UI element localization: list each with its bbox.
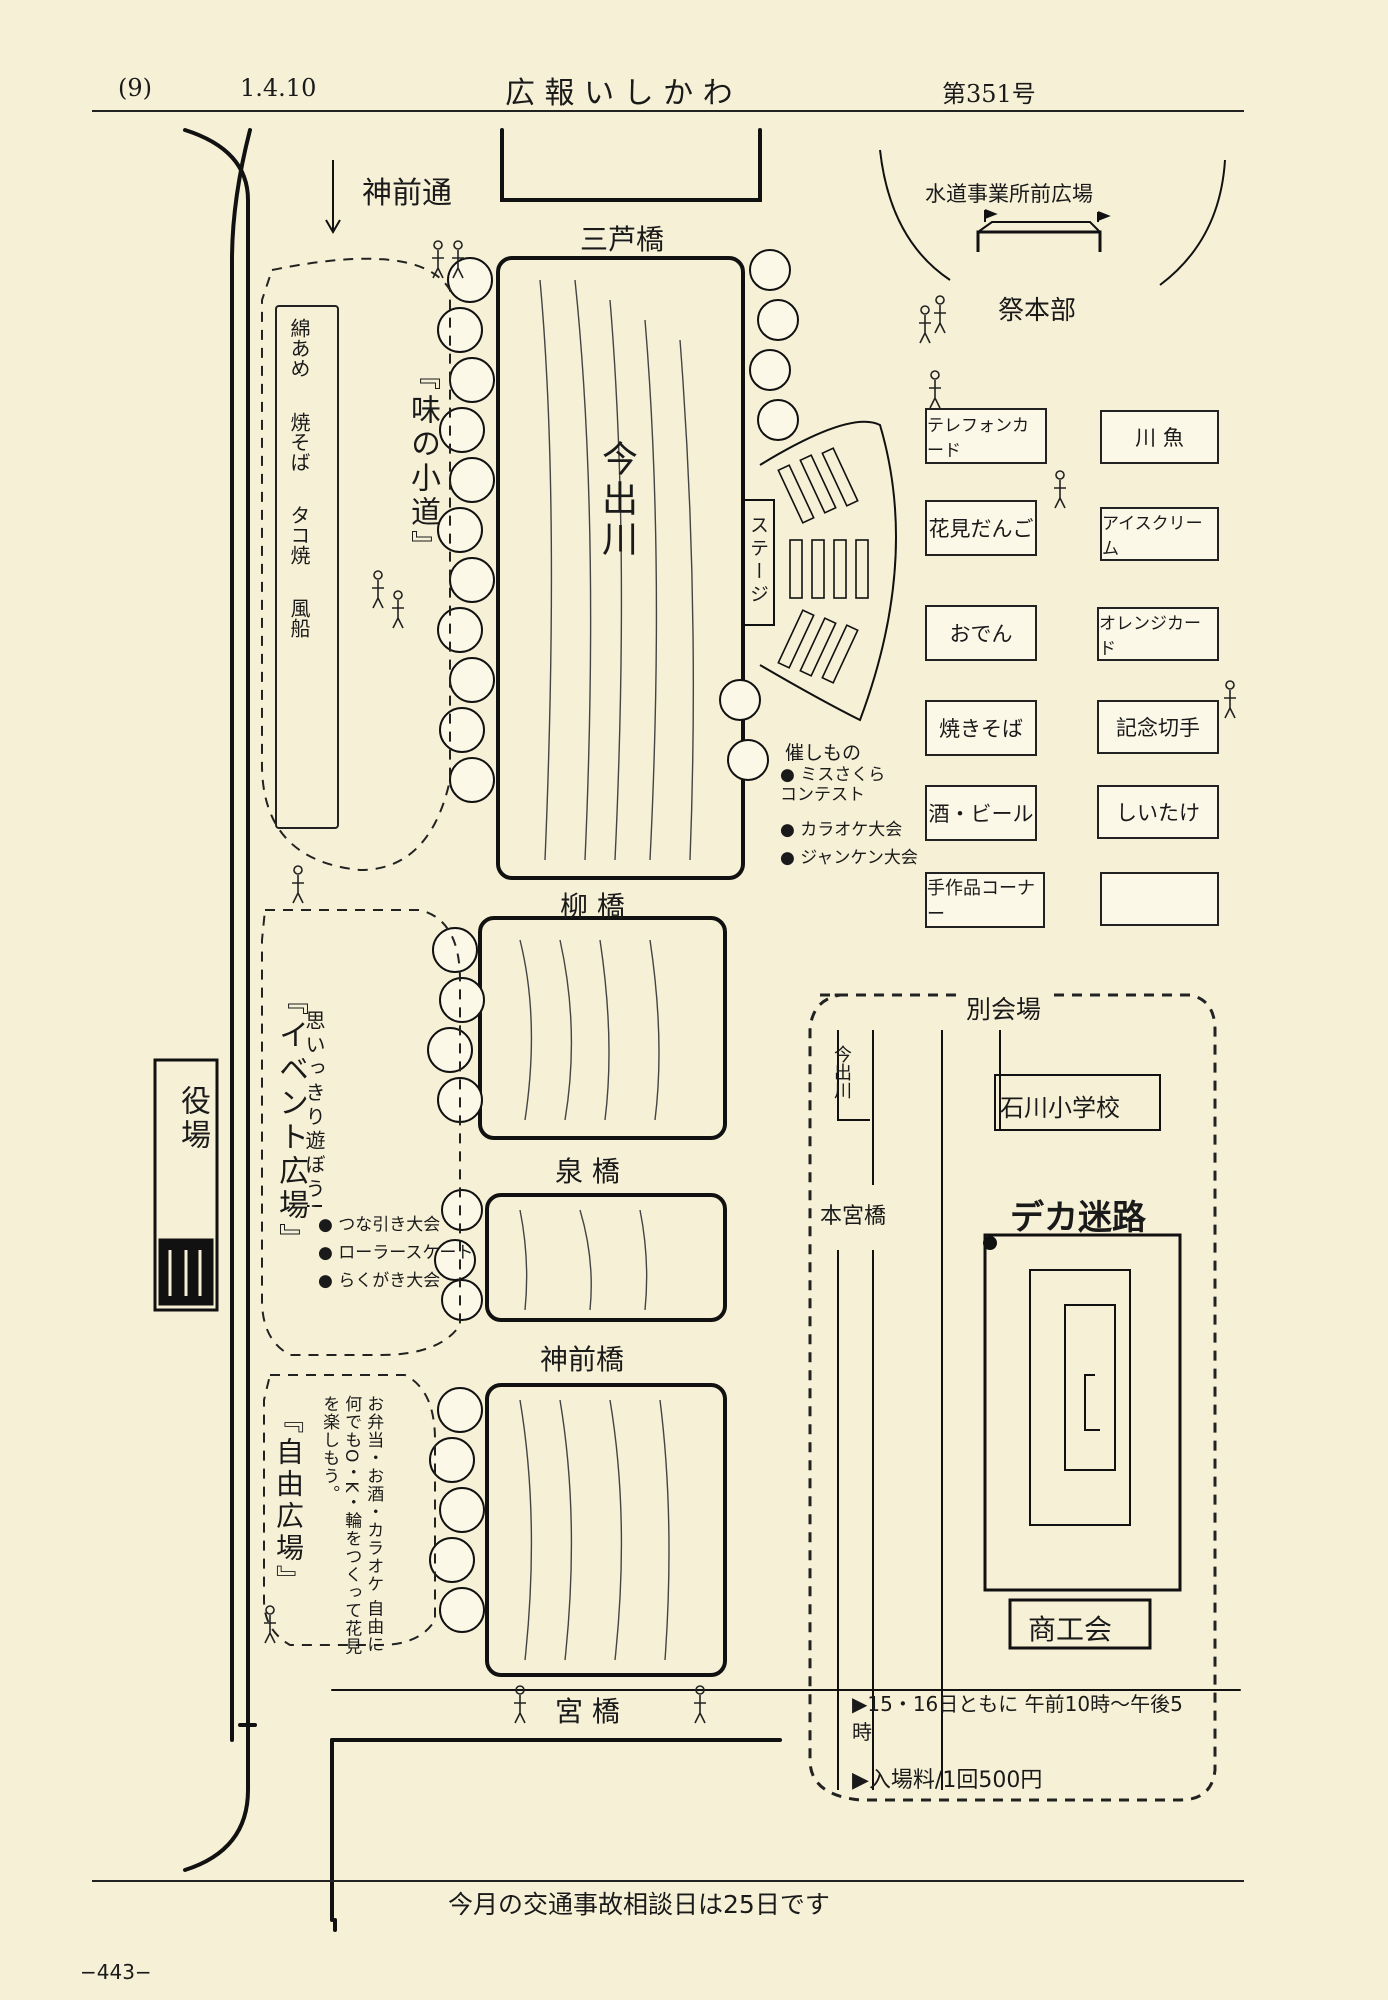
bridge-kanmae: 神前橋 <box>540 1343 625 1376</box>
booth-ice-cream: アイスクリーム <box>1100 507 1219 561</box>
kanmae-dori-label: 神前通 <box>362 176 452 211</box>
event-square-title: 『イベント広場』 <box>273 985 308 1257</box>
annex-schedule: ▶15・16日ともに 午前10時〜午後5時 <box>852 1692 1183 1744</box>
organizer-box <box>1008 1598 1152 1650</box>
booth-river-fish: 川 魚 <box>1100 410 1219 464</box>
hq-arc-right <box>1159 159 1226 286</box>
issue-number: 第351号 <box>942 80 1036 108</box>
bridge-mitsuashi: 三芦橋 <box>580 223 665 256</box>
booth-oden: おでん <box>925 605 1037 661</box>
river-block-4 <box>485 1383 727 1677</box>
free-square-title: 『自由広場』 <box>272 1405 305 1597</box>
booth-stamps: 記念切手 <box>1097 700 1219 754</box>
entertainment-title: 催しもの <box>785 742 862 764</box>
annex-fee: ▶入場料/1回500円 <box>852 1768 1043 1793</box>
river-block-1 <box>496 256 745 880</box>
bridge-yanagi: 柳 橋 <box>560 890 625 923</box>
entertainment-item-janken: ● ジャンケン大会 <box>780 848 918 868</box>
event-item-tug-of-war: ● つな引き大会 <box>318 1215 441 1235</box>
booth-shiitake: しいたけ <box>1097 785 1219 839</box>
hq-label: 祭本部 <box>998 296 1077 326</box>
stage-label: ステージ <box>747 515 769 607</box>
stall-yakisoba: 焼そば <box>287 412 311 472</box>
annex-bridge-label: 本宮橋 <box>820 1204 887 1229</box>
stall-cotton-candy: 綿あめ <box>287 318 311 378</box>
organizer-label: 商工会 <box>1028 1613 1113 1646</box>
stall-row <box>275 305 339 829</box>
booth-handicraft: 手作品コーナー <box>925 872 1045 928</box>
footer-rule <box>92 1880 1244 1882</box>
footer-notice: 今月の交通事故相談日は25日です <box>448 1890 830 1919</box>
down-arrow-icon <box>325 160 341 234</box>
publication-title: 広 報 い し か わ <box>505 76 733 111</box>
river-label: 今出川 <box>596 440 637 560</box>
bridge-izumi: 泉 橋 <box>555 1155 620 1188</box>
hq-arc-left <box>879 149 951 281</box>
maze-outer <box>983 1233 1182 1592</box>
booth-yakisoba: 焼きそば <box>925 700 1037 756</box>
issue-date: 1.4.10 <box>240 74 317 102</box>
free-square-note: お弁当・お酒・カラオケ 自由に何でもO・K・輪をつくって花見を楽しもう。 <box>319 1395 384 1656</box>
stall-balloon: 風船 <box>287 598 311 638</box>
booth-telephone-card: テレフォンカード <box>925 408 1047 464</box>
hq-plaza-label: 水道事業所前広場 <box>925 182 1093 206</box>
header-rule <box>92 110 1244 112</box>
event-item-graffiti: ● らくがき大会 <box>318 1271 441 1291</box>
food-lane-title: 『味の小道』 <box>405 360 440 564</box>
bridge-miya: 宮 橋 <box>555 1695 620 1728</box>
page-footer-number: −443− <box>80 1960 152 1984</box>
booth-orange-card: オレンジカード <box>1097 607 1219 661</box>
river-block-3 <box>485 1193 727 1322</box>
town-hall-building <box>153 1058 219 1312</box>
school-label: 石川小学校 <box>1000 1094 1120 1122</box>
audience-fan <box>759 420 897 722</box>
river-block-2 <box>478 916 727 1140</box>
page-number: (9) <box>118 74 152 102</box>
event-item-roller-skate: ● ローラースケート <box>318 1243 474 1263</box>
annex-title: 別会場 <box>960 990 1048 1026</box>
entertainment-item-karaoke: ● カラオケ大会 <box>780 820 903 840</box>
booth-sake-beer: 酒・ビール <box>925 785 1037 841</box>
stage-box <box>741 499 775 626</box>
booth-empty <box>1100 872 1219 926</box>
entertainment-item-miss-sakura: ● ミスさくらコンテスト <box>780 765 886 806</box>
annex-river-label: 今出川 <box>831 1045 852 1099</box>
school-box <box>994 1074 1161 1131</box>
stall-takoyaki: タコ焼 <box>287 505 311 565</box>
maze-title: デカ迷路 <box>1010 1198 1146 1238</box>
annex-area <box>808 993 1217 1802</box>
town-hall-label: 役場 <box>175 1085 210 1153</box>
booth-hanami-dango: 花見だんご <box>925 500 1037 556</box>
left-road-edge <box>183 128 250 1872</box>
free-square-area <box>263 1374 436 1646</box>
event-square-subtitle: 思いっきり遊ぼう! <box>302 1010 326 1215</box>
